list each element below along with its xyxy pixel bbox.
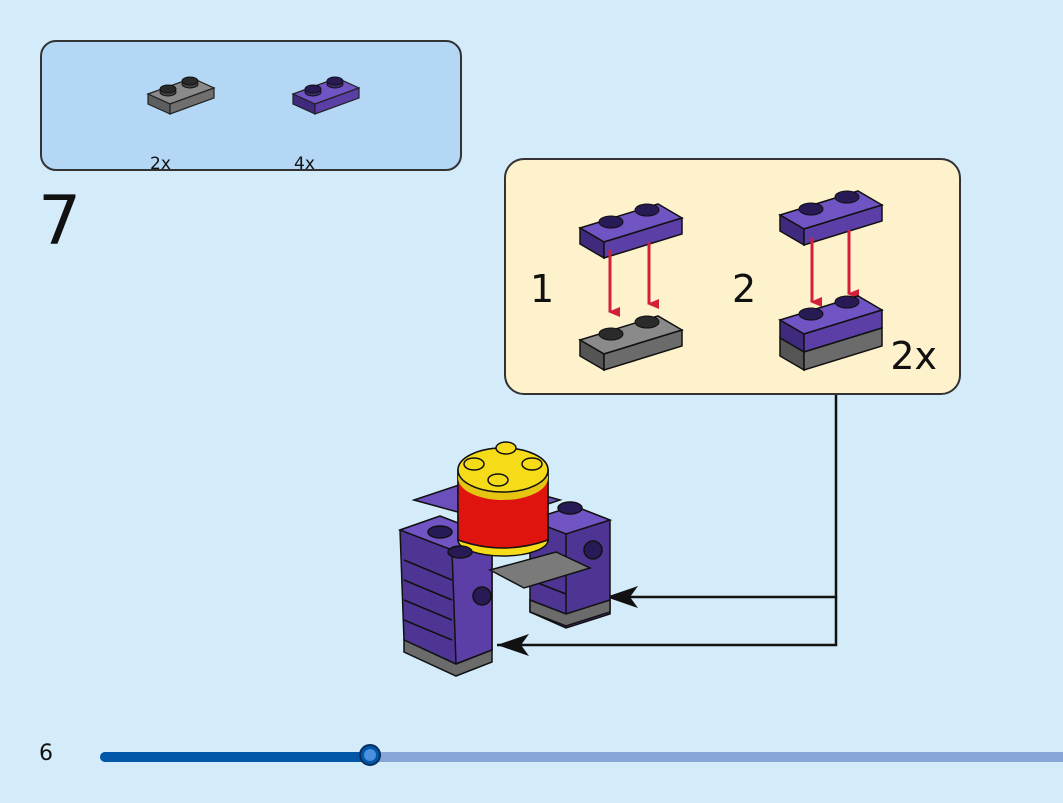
part-purple-plate: 4x: [287, 72, 367, 174]
part-grey-plate: 2x: [142, 72, 222, 174]
grey-plate-icon: [146, 76, 216, 115]
sub-step-1-label: 1: [530, 267, 555, 311]
connector-line: [606, 395, 838, 599]
step-number: 7: [38, 182, 82, 261]
substep2-purple-plate: [778, 190, 884, 247]
callout-multiplier: 2x: [890, 334, 937, 378]
purple-plate-icon: [291, 76, 361, 115]
substep2-stacked-plates: [778, 295, 884, 372]
progress-indicator: [359, 744, 381, 766]
page-number: 6: [39, 741, 53, 766]
progress-bar: [100, 744, 1063, 766]
black-arrow-icon: [606, 586, 638, 608]
substep1-grey-plate: [578, 315, 684, 372]
grey-plate-quantity: 2x: [150, 154, 171, 174]
main-model: [397, 441, 613, 677]
parts-list-box: 2x 4x: [40, 40, 462, 174]
sub-step-2-label: 2: [732, 267, 757, 311]
connector-line: [497, 597, 838, 647]
progress-fill: [100, 752, 370, 762]
substep1-purple-plate: [578, 203, 684, 260]
purple-plate-quantity: 4x: [294, 154, 315, 174]
black-arrow-icon: [497, 634, 529, 656]
